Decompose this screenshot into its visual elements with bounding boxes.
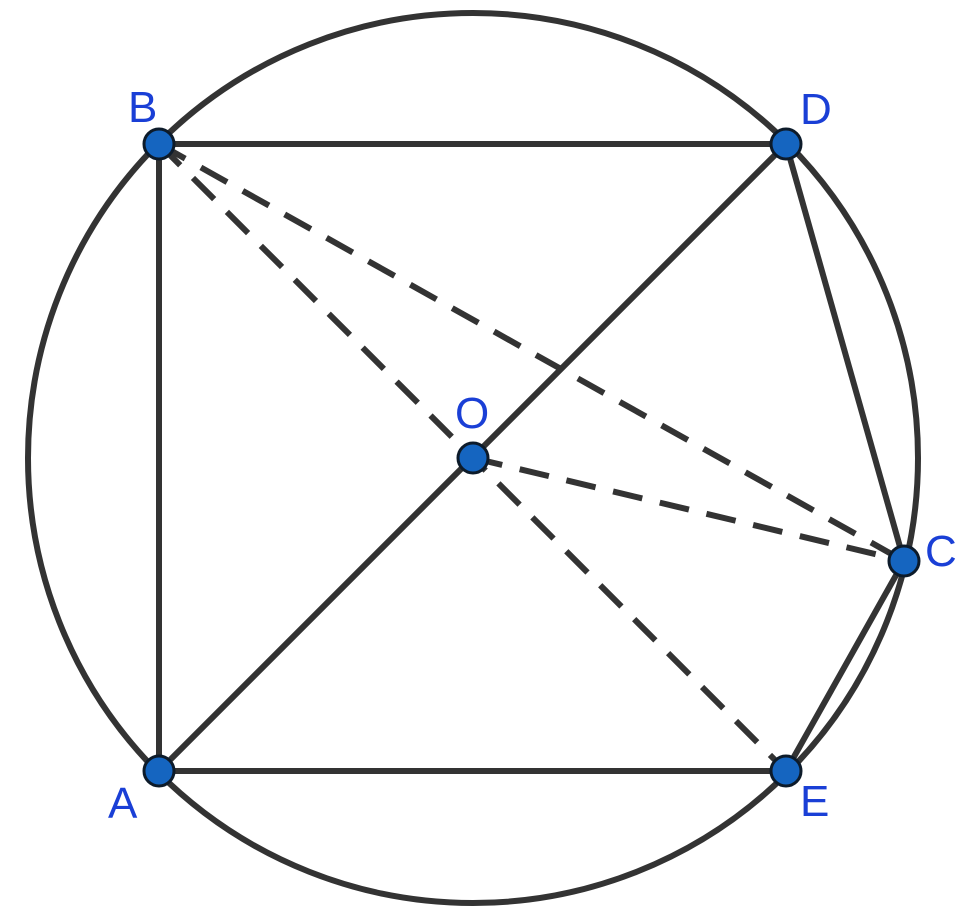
point-label-d: D <box>800 85 832 134</box>
labels-layer: A B C D E O <box>108 83 957 828</box>
point-d <box>769 127 803 161</box>
point-e <box>769 754 803 788</box>
point-label-a: A <box>108 779 138 828</box>
point-c <box>887 544 921 578</box>
segment-dc <box>783 143 907 562</box>
segment-ce <box>783 559 907 773</box>
point-a <box>142 754 176 788</box>
segment-oc <box>472 455 905 564</box>
point-label-o: O <box>455 389 489 438</box>
point-label-b: B <box>128 83 157 132</box>
point-label-e: E <box>800 777 829 826</box>
point-o <box>456 441 490 475</box>
point-label-c: C <box>925 527 957 576</box>
points-layer <box>142 127 921 788</box>
segments-layer <box>156 141 907 774</box>
circumcircle <box>25 10 921 906</box>
point-b <box>142 127 176 161</box>
segment-bc <box>157 141 906 564</box>
